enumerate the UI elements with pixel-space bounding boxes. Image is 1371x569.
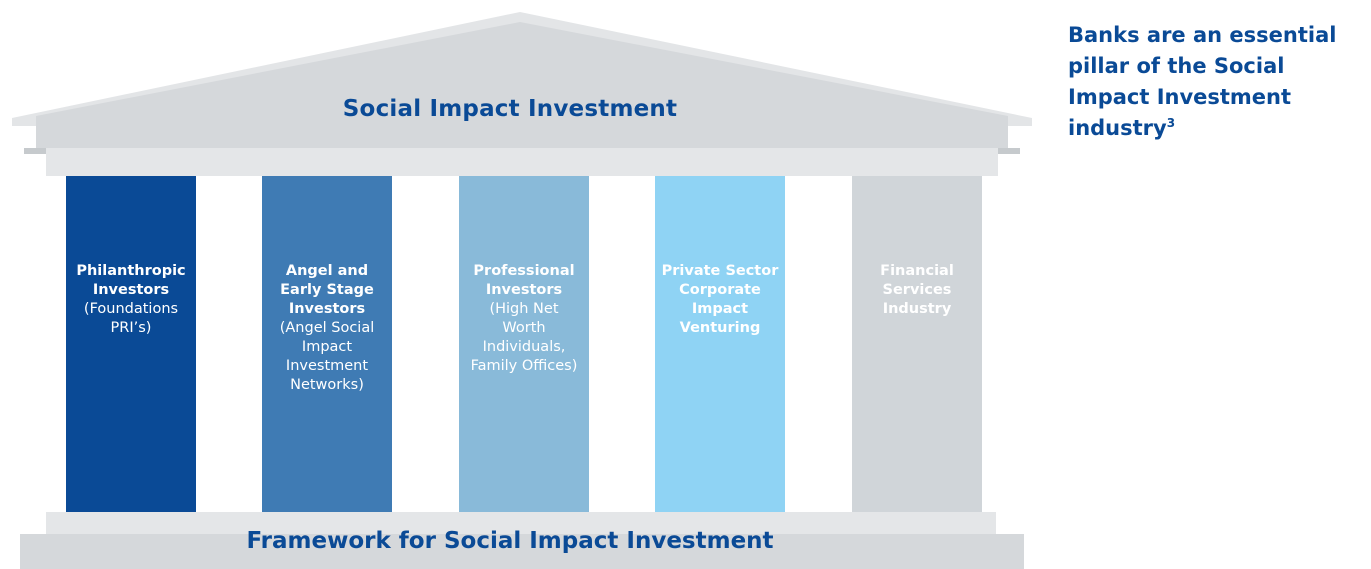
pillar-detail-line: (Foundations	[83, 301, 179, 317]
pillar-title-line: Services	[882, 282, 952, 298]
roof-face	[36, 22, 1008, 148]
side-note-footnote: 3	[1166, 116, 1176, 130]
base-bottom-step	[20, 534, 1024, 569]
pillar-title-line: Industry	[882, 301, 952, 317]
pillar-title-line: Early Stage	[280, 282, 374, 298]
pillar-title-line: Financial	[880, 263, 954, 279]
pillar-detail-line: Individuals,	[482, 339, 566, 355]
pillar-title-line: Corporate	[679, 282, 761, 298]
pillar-title-line: Philanthropic	[76, 263, 186, 279]
pillar-title-line: Professional	[473, 263, 575, 279]
pillar-detail-line: (Angel Social	[279, 320, 375, 336]
pillar-detail-line: Investment	[285, 358, 369, 374]
pillar-title-line: Investors	[485, 282, 563, 298]
pillar-detail-line: (High Net	[489, 301, 559, 317]
side-note-text: Banks are an essential pillar of the Soc…	[1068, 23, 1337, 140]
base-title: Framework for Social Impact Investment	[246, 528, 774, 554]
roof-title: Social Impact Investment	[342, 96, 678, 122]
pillar-detail-line: Worth	[502, 320, 546, 336]
pillar-title-line: Private Sector	[661, 263, 779, 279]
pillar-detail-line: Family Offices)	[470, 358, 578, 374]
pillar-title-line: Angel and	[285, 263, 369, 279]
side-note: Banks are an essential pillar of the Soc…	[1068, 20, 1368, 144]
pillar-title-line: Impact	[691, 301, 749, 317]
pillar-detail-line: PRI’s)	[110, 320, 152, 336]
pillar-title-line: Investors	[288, 301, 366, 317]
entablature	[46, 148, 998, 176]
pillar-title-line: Venturing	[679, 320, 761, 336]
pillar-detail-line: Networks)	[290, 377, 364, 393]
pillar-title-line: Investors	[92, 282, 170, 298]
base-top-step	[46, 512, 996, 534]
pillar-detail-line: Impact	[301, 339, 353, 355]
